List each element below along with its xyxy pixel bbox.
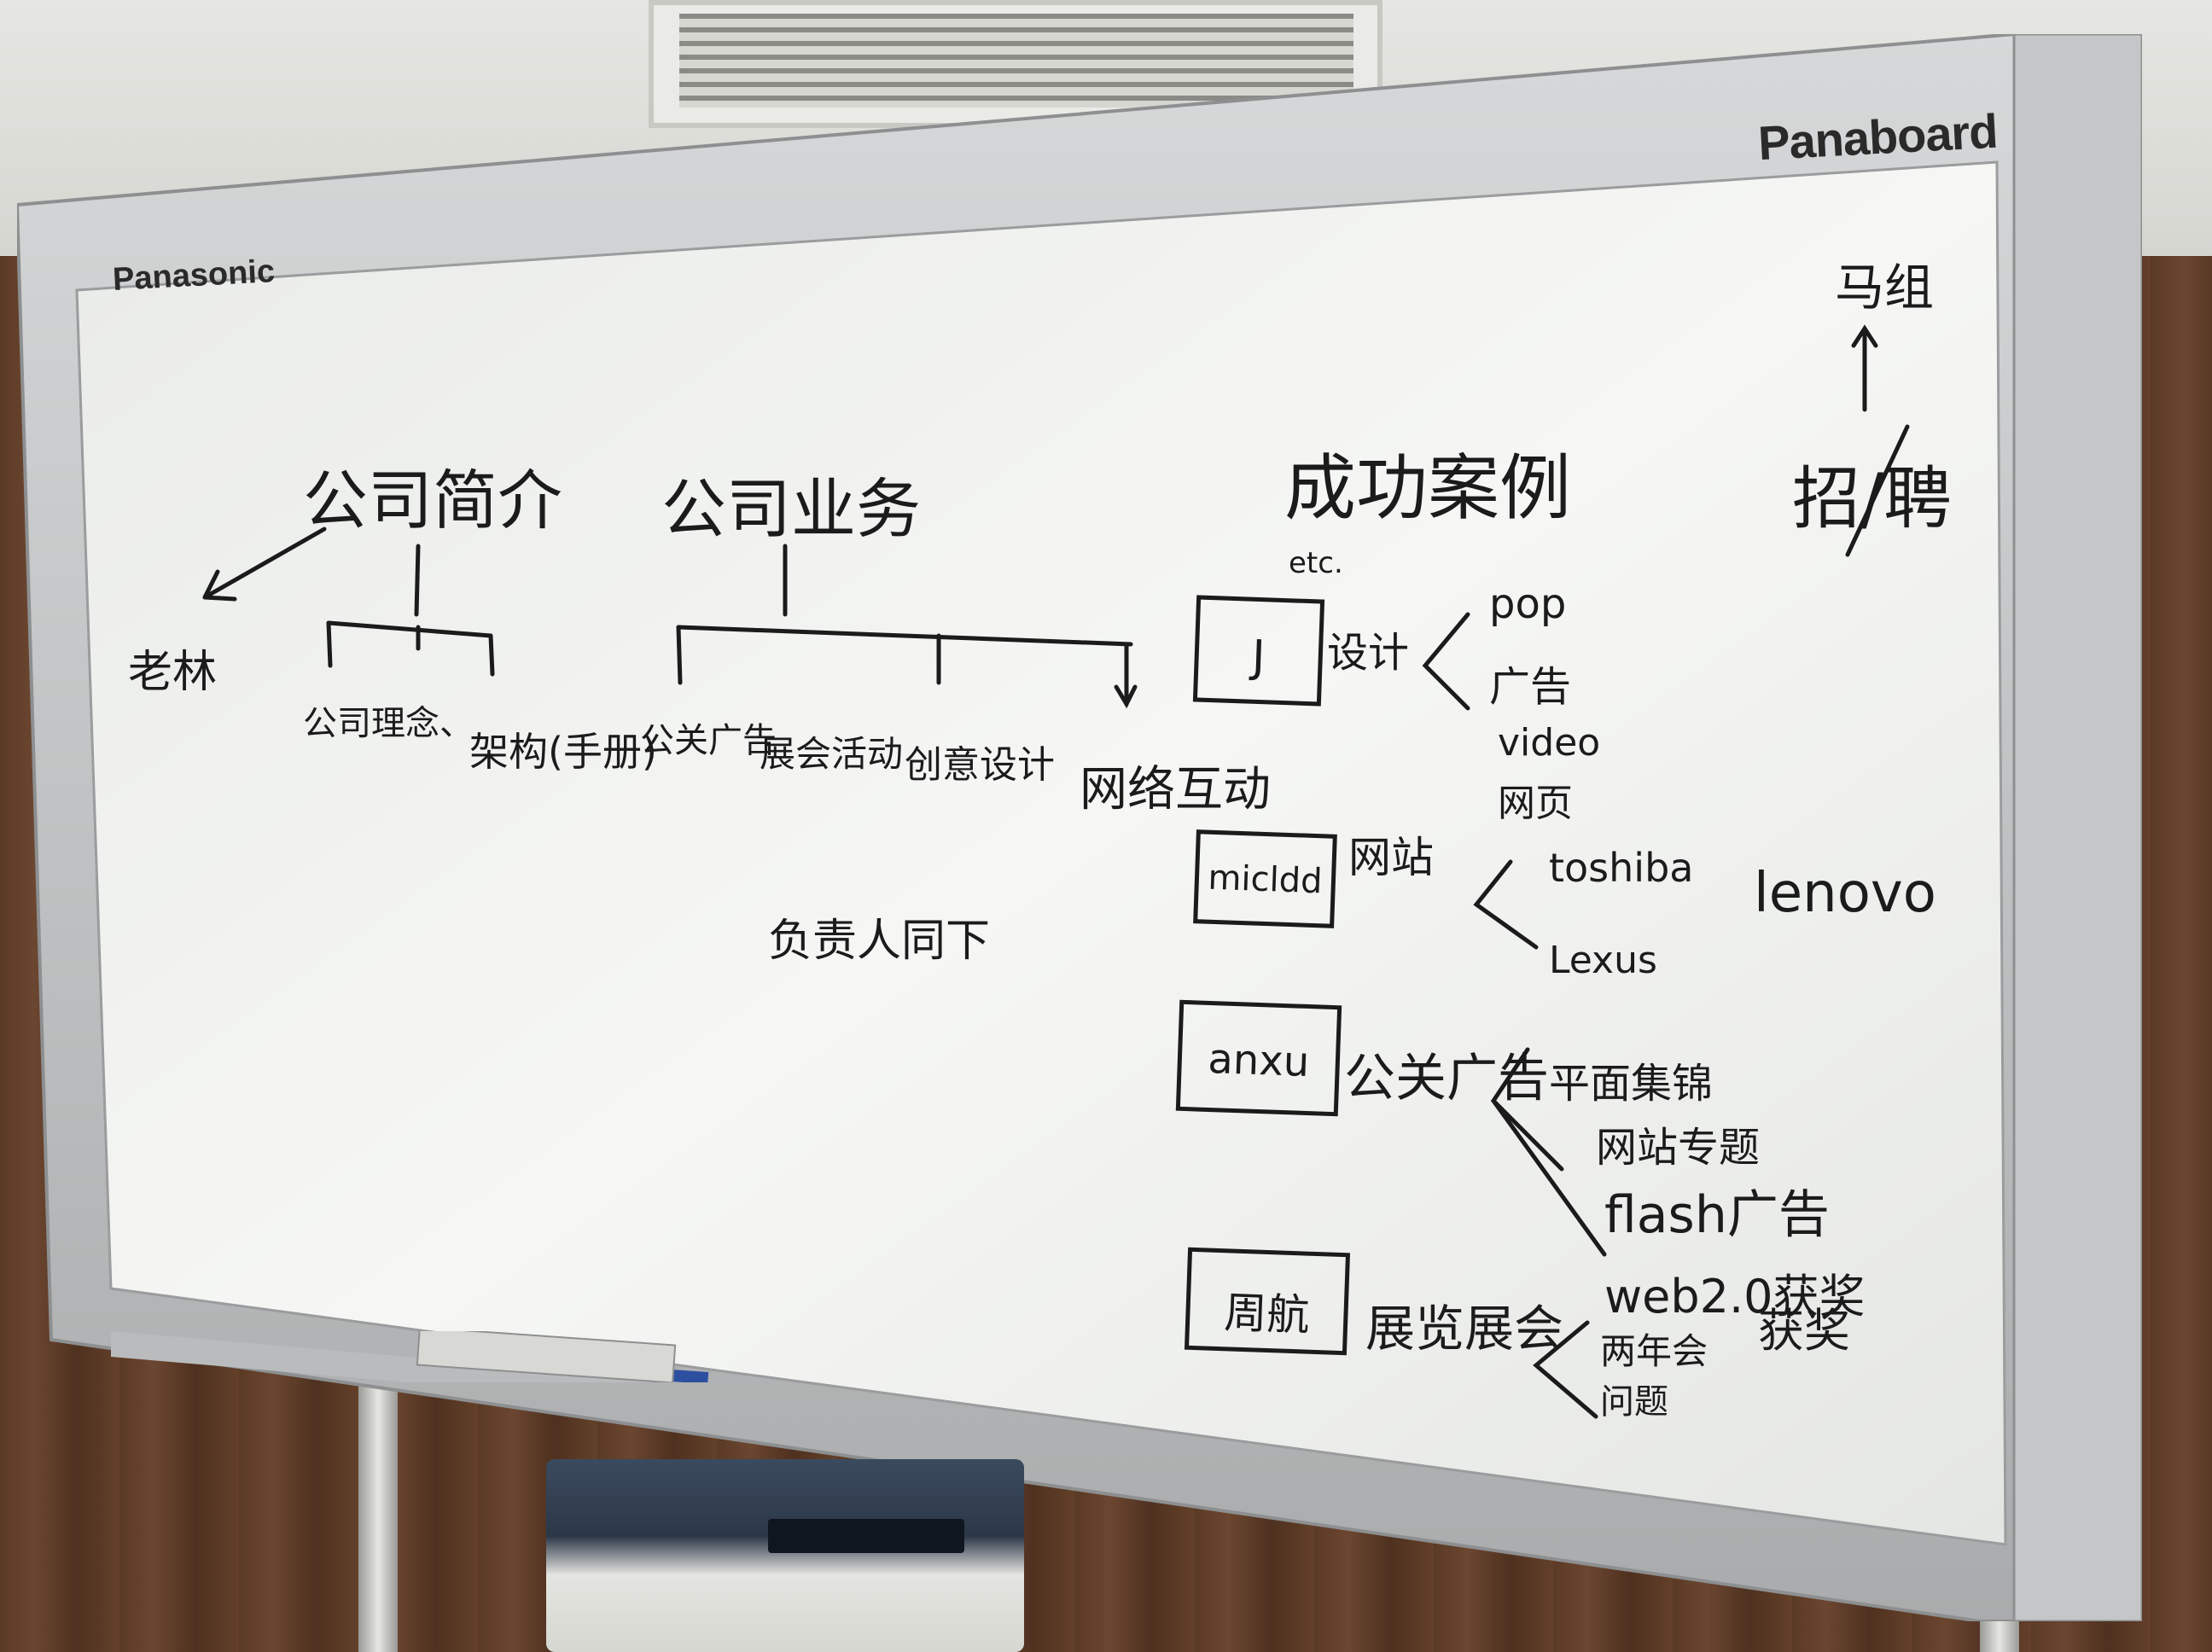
case-row-1-item-4: 网页 [1498, 782, 1573, 825]
board-printer [546, 1459, 1024, 1652]
responsible-note: 负责人同下 [768, 916, 991, 967]
board-stand-left [358, 1365, 398, 1652]
case-row-3-item-3: flash广告 [1604, 1185, 1830, 1245]
case-row-3-item-1: 平面集锦 [1549, 1060, 1714, 1108]
case-row-2-label: 网站 [1348, 833, 1434, 882]
case-row-3-item-4: web2.0获奖 [1604, 1270, 1866, 1323]
case-row-4-label: 展览展会 [1365, 1300, 1564, 1358]
business-item-1: 公关广告 [640, 721, 777, 760]
case-box-j-label: J [1251, 631, 1266, 683]
case-box-anxu-label: anxu [1207, 1034, 1311, 1087]
whiteboard: Panasonic Panaboard [17, 34, 2142, 1621]
case-row-4-item-2: 两年会 [1600, 1330, 1708, 1372]
case-row-3-label: 公关广告 [1344, 1049, 1549, 1108]
business-item-2: 展会活动 [760, 733, 904, 775]
intro-item-2: 架构(手册) [469, 729, 657, 775]
case-row-1-label: 设计 [1327, 629, 1410, 677]
case-row-3-item-2: 网站专题 [1596, 1124, 1761, 1172]
case-box-anxu: anxu [1175, 999, 1342, 1117]
case-row-2-item-1: toshiba [1549, 845, 1694, 891]
intro-left-note: 老林 [128, 647, 218, 698]
case-box-micldd-label: micldd [1207, 858, 1324, 902]
eraser [416, 1331, 677, 1382]
intro-title: 公司简介 [303, 462, 562, 538]
whiteboard-frame [17, 34, 2142, 1621]
marker-tray [111, 1331, 709, 1382]
case-row-2-item-3: Lexus [1549, 939, 1657, 982]
intro-item-1: 公司理念、 [303, 704, 474, 743]
vent-slats [679, 14, 1353, 108]
case-row-2-item-2: lenovo [1754, 862, 1936, 925]
recruit-top-note: 马组 [1835, 259, 1935, 317]
business-item-3: 创意设计 [905, 743, 1055, 787]
case-row-4-item-1: 获奖 [1758, 1304, 1850, 1358]
case-row-1-item-3: video [1498, 721, 1601, 765]
case-row-1-item-1: pop [1489, 580, 1567, 628]
case-row-1-item-2: 广告 [1489, 663, 1572, 711]
printer-control-panel [768, 1519, 964, 1553]
case-box-j: J [1192, 595, 1325, 707]
case-row-4-item-3: 问题 [1600, 1382, 1668, 1422]
recruit-title: 招/聘 [1792, 459, 1952, 538]
business-title: 公司业务 [661, 471, 921, 547]
cases-title: 成功案例 [1284, 446, 1572, 530]
cases-etc: etc. [1289, 546, 1343, 580]
business-item-4: 网络互动 [1080, 762, 1271, 817]
arrow-to-laolin [202, 526, 327, 600]
case-box-micldd: micldd [1193, 829, 1337, 928]
